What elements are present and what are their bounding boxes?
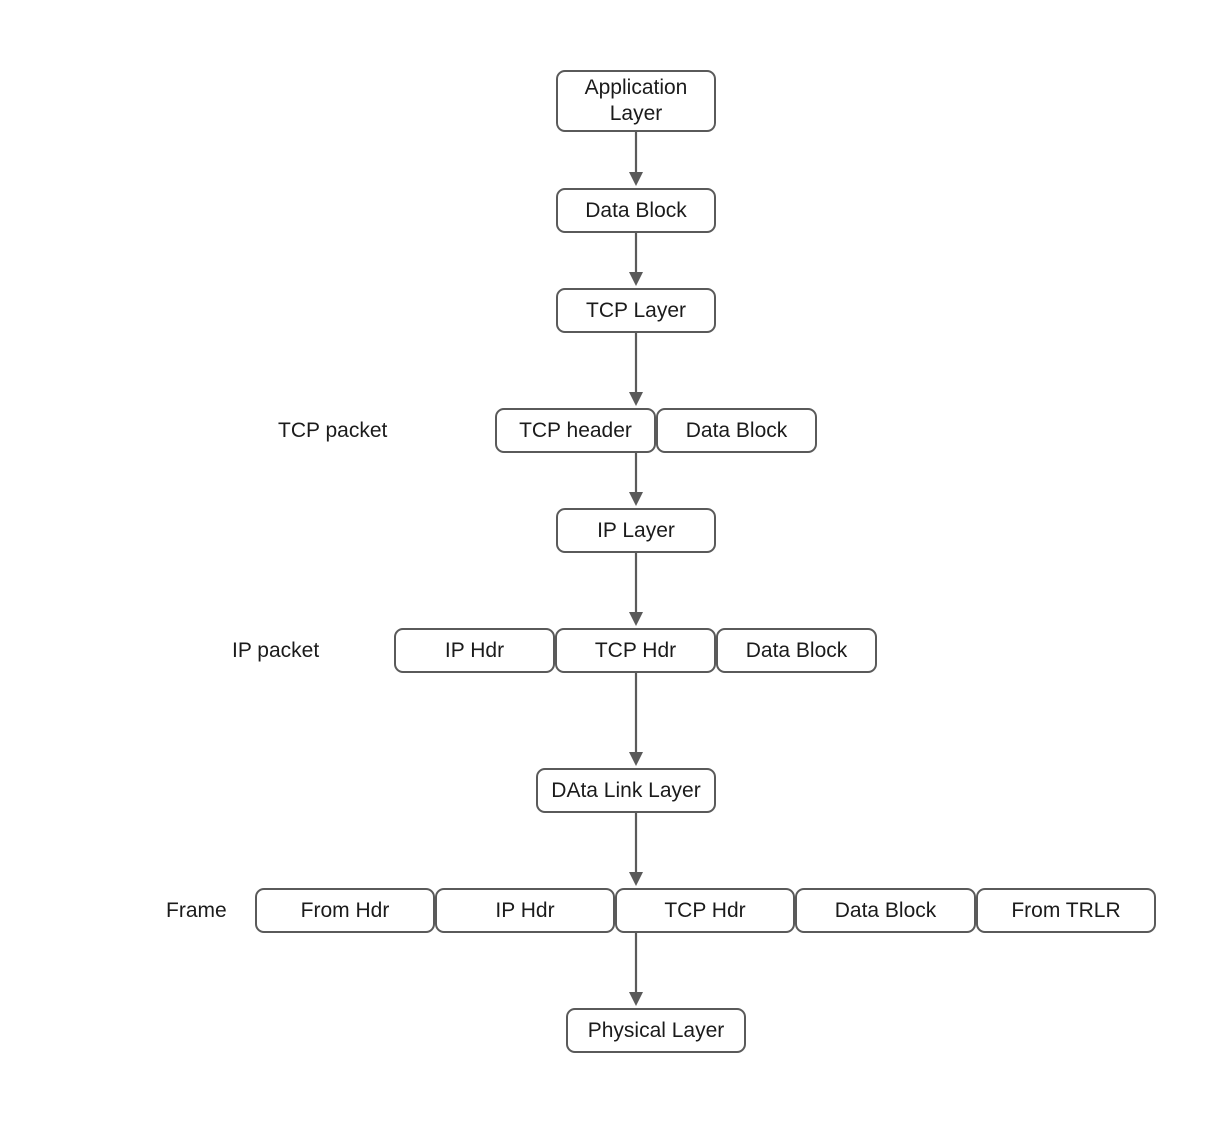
arrow-ip-packet-to-data-link-head [629, 752, 643, 766]
node-ip-layer: IP Layer [556, 508, 716, 553]
node-tcp-layer: TCP Layer [556, 288, 716, 333]
row-label-ip-packet: IP packet [232, 638, 320, 662]
segment-ip-data-block: Data Block [716, 628, 877, 673]
row-label-frame: Frame [166, 898, 227, 922]
node-data-link-layer: DAta Link Layer [536, 768, 716, 813]
segment-frame-from-trlr: From TRLR [976, 888, 1156, 933]
arrow-ip-layer-to-ip-packet-head [629, 612, 643, 626]
arrow-data-block-to-tcp-layer-head [629, 272, 643, 286]
segment-ip-tcp-hdr: TCP Hdr [555, 628, 716, 673]
segment-tcp-header: TCP header [495, 408, 656, 453]
arrow-frame-to-physical-head [629, 992, 643, 1006]
segment-frame-ip-hdr: IP Hdr [435, 888, 615, 933]
arrow-application-to-data-block-head [629, 172, 643, 186]
segment-frame-data-block: Data Block [795, 888, 976, 933]
arrow-data-link-to-frame-head [629, 872, 643, 886]
arrow-tcp-packet-to-ip-layer-head [629, 492, 643, 506]
node-application-layer: Application Layer [556, 70, 716, 132]
arrow-tcp-layer-to-tcp-packet-head [629, 392, 643, 406]
segment-tcp-data-block: Data Block [656, 408, 817, 453]
row-label-tcp-packet: TCP packet [278, 418, 388, 442]
node-physical-layer: Physical Layer [566, 1008, 746, 1053]
segment-ip-hdr: IP Hdr [394, 628, 555, 673]
segment-frame-from-hdr: From Hdr [255, 888, 435, 933]
node-data-block-top: Data Block [556, 188, 716, 233]
segment-frame-tcp-hdr: TCP Hdr [615, 888, 795, 933]
